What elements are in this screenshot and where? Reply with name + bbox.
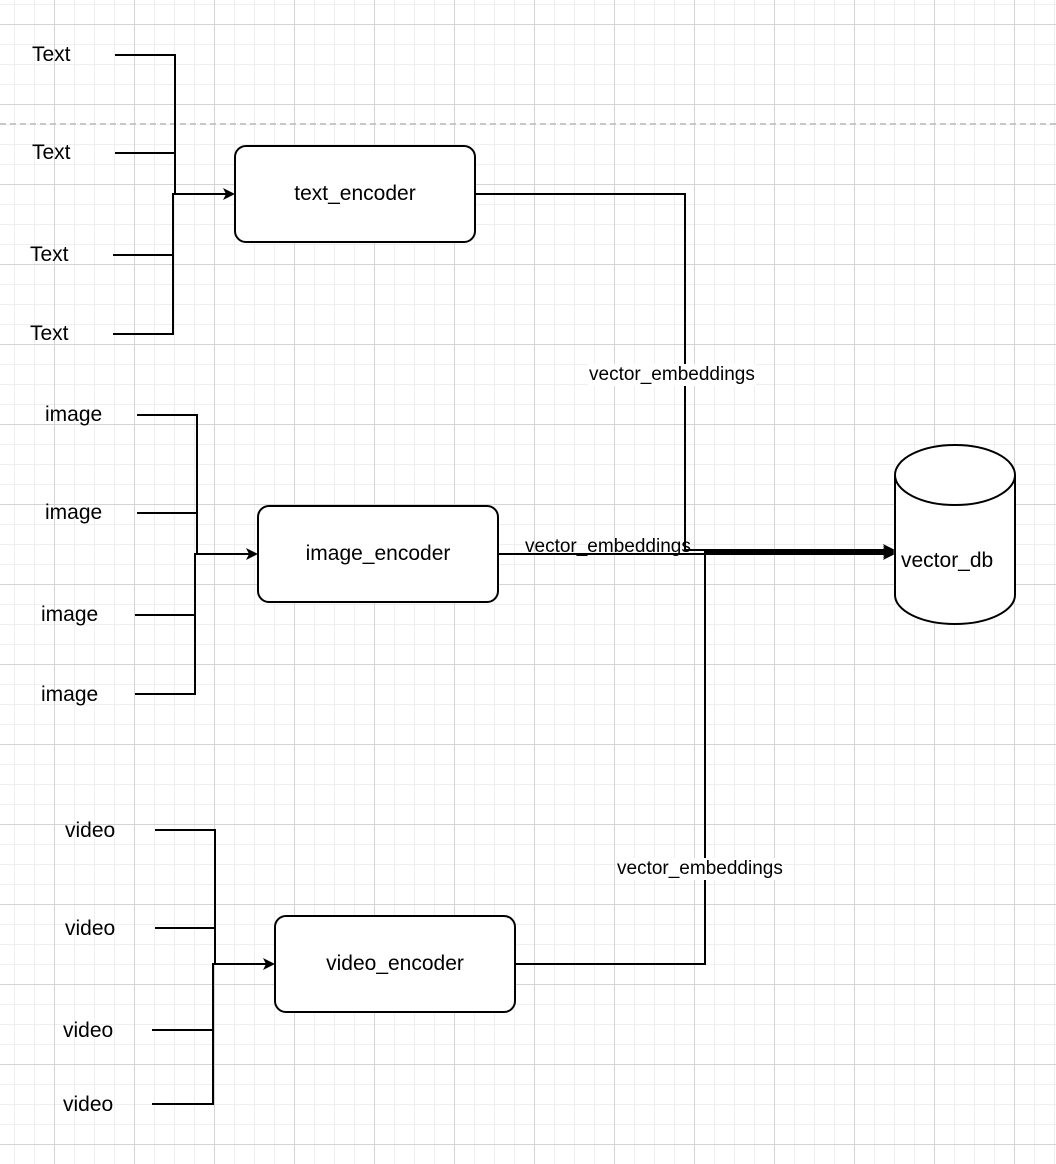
image-input-3: image <box>41 603 99 626</box>
edge-video-4 <box>152 958 275 1105</box>
video-input-4: video <box>63 1093 114 1116</box>
text-input-3: Text <box>30 243 69 266</box>
image-input-4: image <box>41 683 99 706</box>
video-input-2: video <box>65 917 116 940</box>
text-input-4: Text <box>30 322 69 345</box>
text-encoder-node[interactable]: text_encoder <box>234 145 476 243</box>
edge-image-1 <box>137 414 198 554</box>
text-input-2: Text <box>32 141 71 164</box>
image-input-2: image <box>45 501 103 524</box>
video-input-1: video <box>65 819 116 842</box>
edge-image-4 <box>135 548 258 695</box>
edge-label-text: vector_embeddings <box>588 364 756 386</box>
page-break-separator <box>0 123 1056 125</box>
edge-text-4 <box>113 188 235 335</box>
edge-label-video: vector_embeddings <box>616 858 784 880</box>
text-input-1: Text <box>32 43 71 66</box>
edge-label-image: vector_embeddings <box>525 536 691 557</box>
edge-video-to-db <box>515 546 895 965</box>
vector-db-label[interactable]: vector_db <box>901 549 994 572</box>
image-input-1: image <box>45 403 103 426</box>
vector-db-cylinder <box>894 444 1016 625</box>
image-encoder-node[interactable]: image_encoder <box>257 505 499 603</box>
edge-text-1 <box>115 54 176 194</box>
video-encoder-node[interactable]: video_encoder <box>274 915 516 1013</box>
video-input-3: video <box>63 1019 114 1042</box>
edge-video-1 <box>155 829 216 964</box>
